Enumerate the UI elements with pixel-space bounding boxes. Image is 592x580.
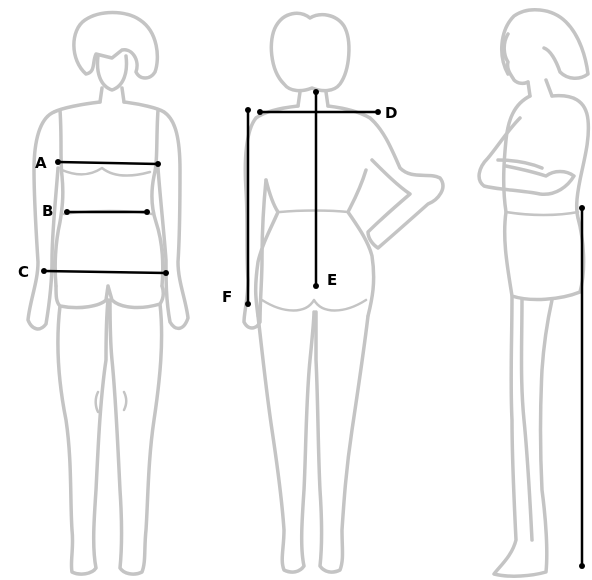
measure-c-end-dot bbox=[163, 270, 169, 276]
measure-d-end-dot bbox=[375, 109, 381, 115]
measure-b-end-dot bbox=[144, 209, 150, 215]
measure-e-end-dot bbox=[313, 283, 319, 289]
front-face bbox=[98, 56, 127, 90]
measure-a-start-dot bbox=[55, 159, 61, 165]
back-neck bbox=[298, 92, 328, 106]
label-b: B bbox=[42, 202, 53, 220]
side-torso bbox=[504, 96, 589, 218]
back-left-leg bbox=[258, 312, 314, 572]
side-hair bbox=[502, 10, 588, 79]
side-waistline bbox=[506, 212, 578, 215]
label-d: D bbox=[385, 104, 397, 122]
back-buttock-line bbox=[262, 300, 366, 311]
measure-line-a bbox=[58, 162, 158, 164]
back-right-arm bbox=[368, 118, 443, 248]
label-e: E bbox=[327, 271, 337, 289]
measure-side-start-dot bbox=[579, 205, 585, 211]
measure-e-start-dot bbox=[313, 89, 319, 95]
back-waistline bbox=[280, 211, 348, 213]
side-face bbox=[504, 34, 528, 83]
measure-b-start-dot bbox=[64, 209, 70, 215]
label-c: C bbox=[18, 263, 29, 281]
side-legs bbox=[494, 296, 552, 576]
side-neck bbox=[528, 80, 552, 96]
front-view-figure bbox=[28, 13, 188, 575]
measure-f-start-dot bbox=[245, 107, 251, 113]
front-hair bbox=[74, 13, 157, 79]
label-a: A bbox=[35, 154, 47, 172]
measurement-labels: A B C D E F bbox=[18, 104, 397, 306]
label-f: F bbox=[222, 288, 232, 306]
back-torso bbox=[256, 170, 374, 316]
back-view-figure bbox=[244, 13, 443, 572]
measure-side-end-dot bbox=[579, 563, 585, 569]
back-hair bbox=[271, 13, 349, 90]
measure-f-end-dot bbox=[245, 301, 251, 307]
measure-line-c bbox=[44, 271, 166, 273]
front-shoulders bbox=[54, 102, 164, 112]
back-right-leg bbox=[316, 312, 368, 572]
side-view-figure bbox=[479, 10, 588, 576]
front-bust bbox=[62, 168, 150, 175]
front-right-leg bbox=[110, 300, 162, 574]
front-torso bbox=[55, 110, 163, 286]
front-left-leg bbox=[58, 300, 108, 574]
measure-d-start-dot bbox=[257, 109, 263, 115]
measure-c-start-dot bbox=[41, 268, 47, 274]
side-crossed-arms bbox=[479, 118, 574, 194]
side-shorts bbox=[505, 212, 584, 299]
front-left-arm bbox=[28, 112, 58, 329]
measure-a-end-dot bbox=[155, 161, 161, 167]
